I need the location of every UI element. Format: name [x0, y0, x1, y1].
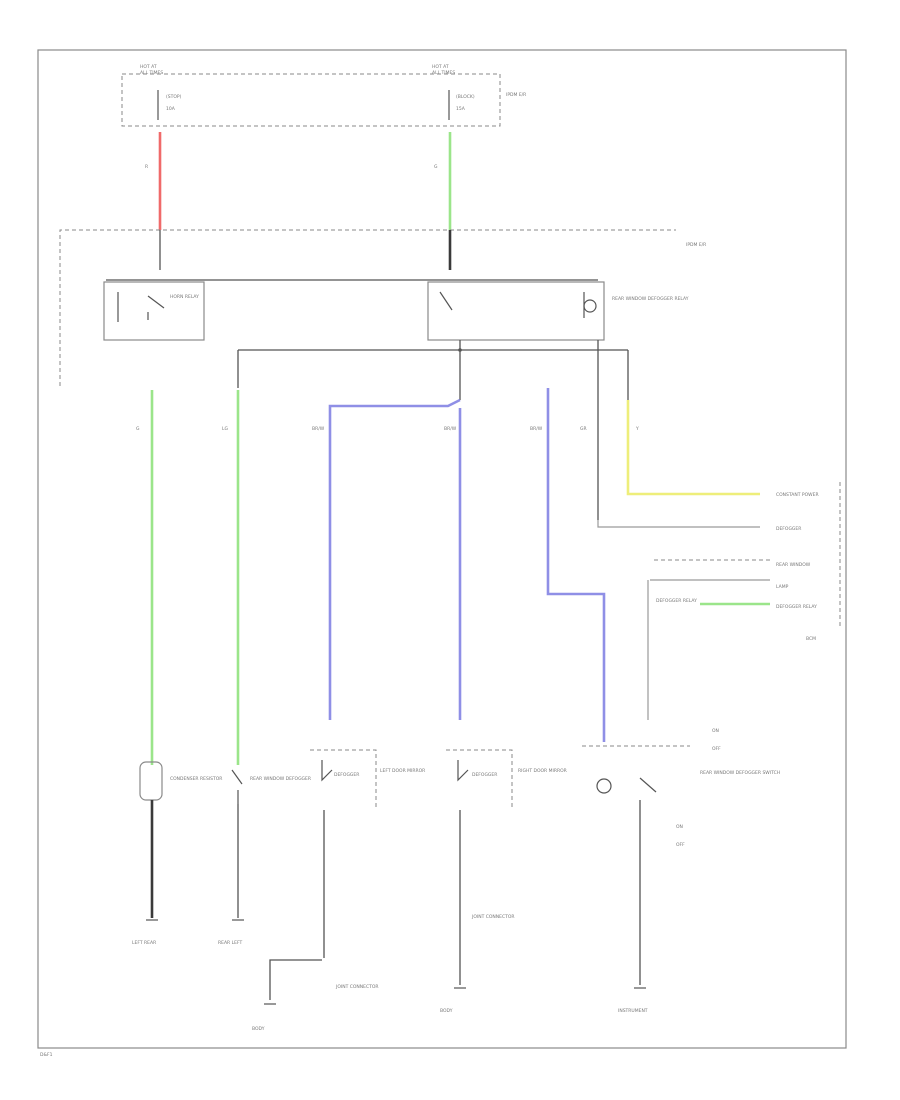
bcm-border — [654, 482, 841, 628]
wire-green-top-label: G — [434, 164, 438, 170]
comp5-on: ON — [712, 728, 719, 734]
relay-right-coil-circle — [583, 299, 597, 313]
component-condenser — [139, 761, 163, 801]
comp3-name: LEFT DOOR MIRROR — [380, 768, 425, 774]
ground1-label: LEFT REAR — [132, 940, 156, 946]
fuse-right-header2: ALL TIMES — [432, 70, 455, 76]
fuse-right-amp: 15A — [456, 106, 466, 112]
wire-red-label: R — [145, 164, 148, 170]
wire-yellow — [626, 400, 760, 496]
right-mirror-switch — [457, 760, 469, 782]
right-module: BCM — [806, 636, 816, 642]
ground5-label: INSTRUMENT — [618, 1008, 648, 1014]
wire-blue-branch3 — [546, 388, 606, 742]
comp4-name: RIGHT DOOR MIRROR — [518, 768, 567, 774]
wire-blue-branch2-label: BR/W — [444, 426, 457, 432]
ground2-label: REAR LEFT — [218, 940, 242, 946]
fuse-right-header: HOT AT — [432, 64, 449, 70]
right-mirror-frame — [446, 749, 513, 810]
right-conn3: REAR WINDOW — [776, 562, 811, 568]
fuse-left-name: (STOP) — [166, 94, 182, 100]
wire-green-branch1-label: G — [136, 426, 140, 432]
comp5-off2: OFF — [676, 842, 685, 848]
ground3-label: BODY — [252, 1026, 265, 1032]
connector2-label: JOINT CONNECTOR — [471, 914, 515, 920]
comp2-label: REAR WINDOW DEFOGGER — [250, 776, 311, 782]
relay-left-name: HORN RELAY — [170, 294, 199, 300]
connector1-label: JOINT CONNECTOR — [335, 984, 379, 990]
wire-blue-branch3-label: BR/W — [530, 426, 543, 432]
comp5-name: REAR WINDOW DEFOGGER SWITCH — [700, 770, 780, 776]
comp5-off: OFF — [712, 746, 721, 752]
wire-yellow-label: Y — [635, 426, 639, 432]
switch-contact — [639, 777, 657, 793]
fuse-left-header2: ALL TIMES — [140, 70, 163, 76]
relay-right-name: REAR WINDOW DEFOGGER RELAY — [612, 296, 689, 302]
diagram-frame — [37, 49, 847, 1049]
comp4-tag: DEFOGGER — [472, 772, 497, 778]
wire-grey-label: GR — [580, 426, 587, 432]
relay-right — [427, 281, 605, 341]
right-conn1: CONSTANT POWER — [776, 492, 819, 498]
wire-grey-bcm — [597, 520, 760, 528]
comp5-on2: ON — [676, 824, 683, 830]
fuse-right-name: (BLOCK) — [456, 94, 475, 100]
fuse-block — [121, 73, 501, 127]
left-mirror-frame — [310, 749, 377, 810]
footer-code: D&F1 — [40, 1052, 53, 1058]
ground-wire3 — [269, 810, 325, 1000]
right-conn2: DEFOGGER — [776, 526, 801, 532]
comp3-tag: DEFOGGER — [334, 772, 359, 778]
fuse-left-header: HOT AT — [140, 64, 157, 70]
junction-dot — [458, 348, 462, 352]
fuse-left-amp: 10A — [166, 106, 176, 112]
wire-green-branch2-label: LG — [222, 426, 229, 432]
bcm-side-label: DEFOGGER RELAY — [656, 598, 697, 604]
left-mirror-switch — [321, 760, 333, 782]
relay-right-coil — [439, 291, 585, 318]
wire-blue-branch1 — [328, 398, 461, 720]
switch-indicator — [596, 778, 612, 794]
right-conn5: DEFOGGER RELAY — [776, 604, 817, 610]
relay-left — [103, 281, 205, 341]
relay-box-border — [59, 229, 676, 386]
right-conn4: LAMP — [776, 584, 789, 590]
component-defogger-symbol — [231, 769, 243, 804]
relay-box-name: IPDM E/R — [686, 242, 706, 248]
relay-left-coil — [117, 292, 165, 322]
wire-blue-branch1-label: BR/W — [312, 426, 325, 432]
comp1-label: CONDENSER RESISTOR — [170, 776, 222, 782]
output-bus — [237, 340, 629, 520]
ground4-label: BODY — [440, 1008, 453, 1014]
fuse-box-name: IPDM E/R — [506, 92, 526, 98]
